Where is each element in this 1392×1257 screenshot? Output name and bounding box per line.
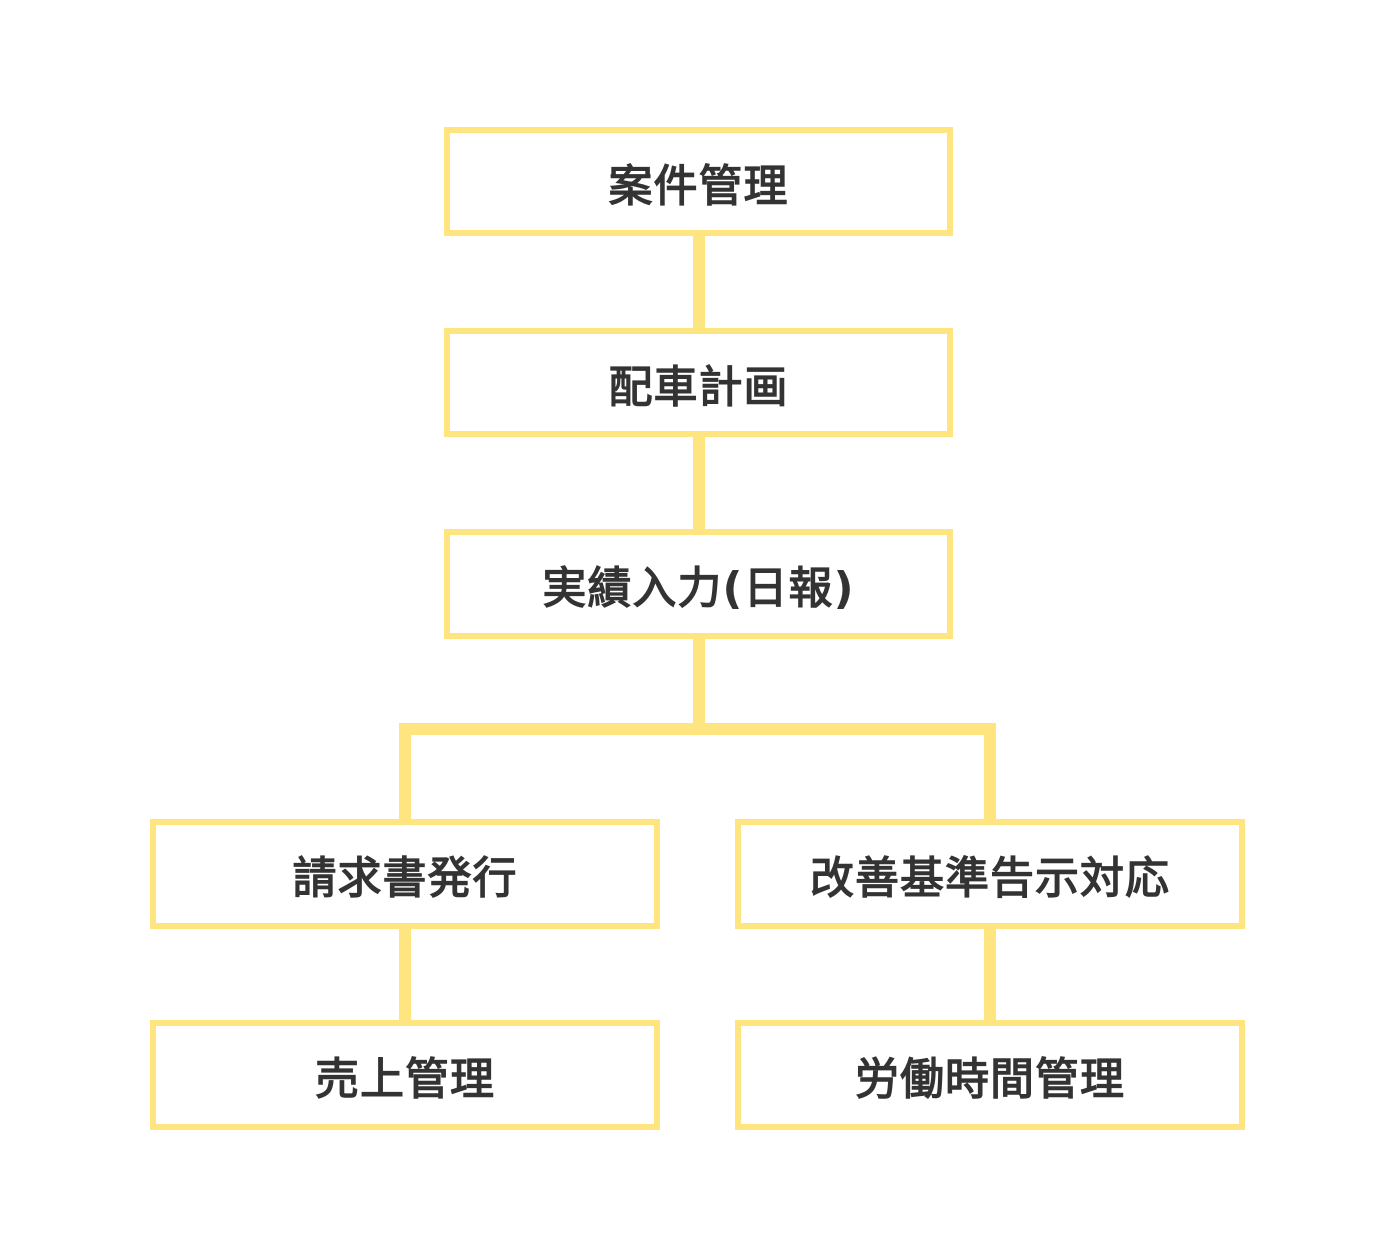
node-label: 改善基準告示対応 <box>810 853 1170 904</box>
connector-1-2 <box>693 234 705 330</box>
connector-4-6 <box>399 927 411 1022</box>
connector-branch-left <box>399 723 411 821</box>
node-label: 売上管理 <box>315 1054 495 1105</box>
connector-2-3 <box>693 435 705 531</box>
connector-3-branch <box>693 636 705 730</box>
node-improvement-standards: 改善基準告示対応 <box>735 819 1245 929</box>
node-label: 案件管理 <box>608 160 789 212</box>
node-label: 実績入力(日報) <box>542 563 855 614</box>
connector-5-7 <box>984 927 996 1022</box>
node-working-hours-management: 労働時間管理 <box>735 1020 1245 1130</box>
connector-branch-horizontal <box>399 723 996 735</box>
node-sales-management: 売上管理 <box>150 1020 660 1130</box>
node-label: 労働時間管理 <box>855 1054 1125 1105</box>
node-invoice-issuance: 請求書発行 <box>150 819 660 929</box>
node-label: 請求書発行 <box>292 853 518 904</box>
node-label: 配車計画 <box>608 361 789 413</box>
node-case-management: 案件管理 <box>444 127 953 236</box>
node-daily-report-input: 実績入力(日報) <box>444 529 953 639</box>
node-dispatch-planning: 配車計画 <box>444 328 953 437</box>
connector-branch-right <box>984 723 996 821</box>
